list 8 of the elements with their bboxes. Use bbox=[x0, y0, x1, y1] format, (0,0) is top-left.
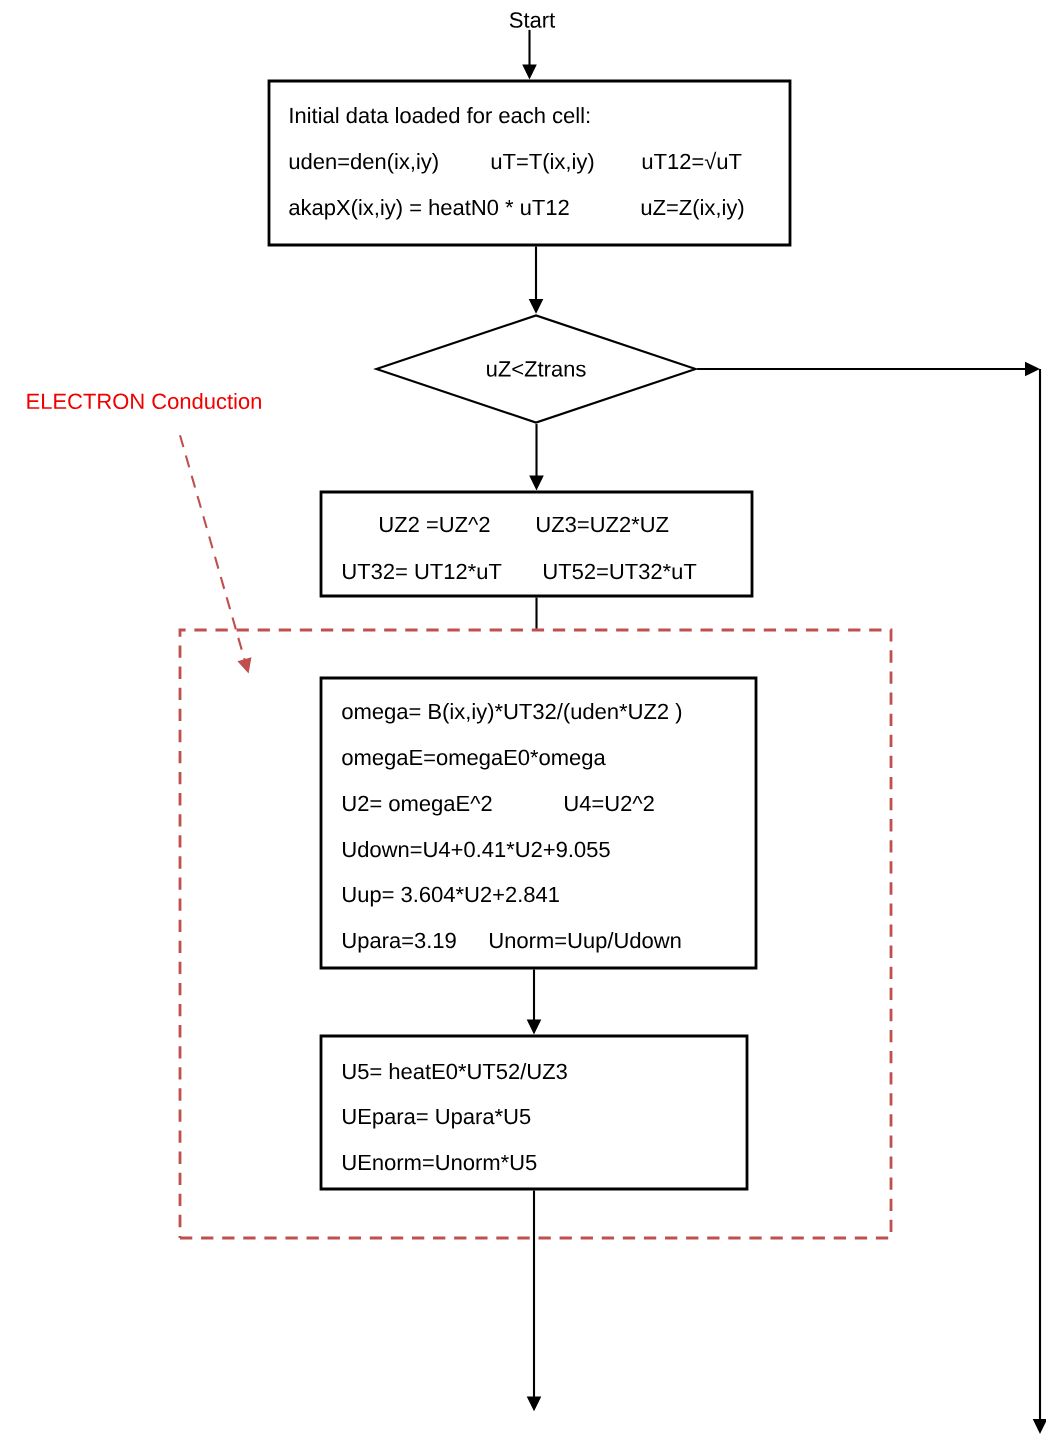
annotation-text: ELECTRON Conduction bbox=[27, 392, 261, 410]
connector-line bbox=[535, 597, 538, 629]
start-label: Start bbox=[509, 12, 556, 28]
dashed-region bbox=[178, 628, 893, 1240]
process-box: Initial data loaded for each cell: uden=den(ix,iy) uT=T(ix,iy) uT12=√uT akapX(ix,iy) = heatN0 * uT12 uZ=Z(ix,iy) bbox=[267, 79, 792, 247]
process-box: UZ2 =UZ^2 UZ3=UZ2*UZ UT32= UT12*uT UT52=UT32*uT bbox=[319, 490, 754, 598]
process-box: omega= B(ix,iy)*UT32/(uden*UZ2 ) omegaE=omegaE0*omega U2= omegaE^2 U4=U2^2 Udown=U4+0.41*U2+9.055 Uup= 3.604*U2+2.841 Upara=3.19 Unorm=Uup/Udown bbox=[319, 676, 758, 970]
process-box: U5= heatE0*UT52/UZ3 UEpara= Upara*U5 UEnorm=Unorm*U5 bbox=[319, 1034, 749, 1191]
